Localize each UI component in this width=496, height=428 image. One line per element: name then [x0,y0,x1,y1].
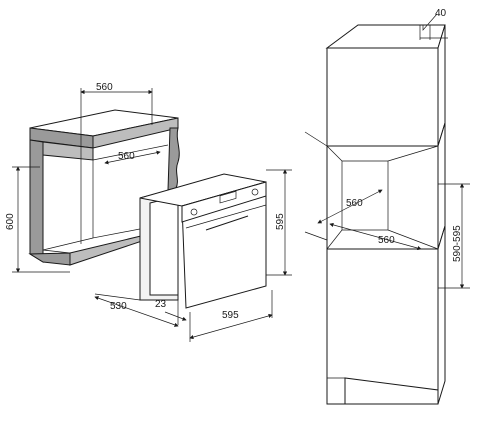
oven-front-dimension: 23 [155,299,187,325]
built-in-cabinet [28,109,180,266]
niche-width-label: 560 [378,235,395,246]
door-handle-icon [205,215,249,231]
top-gap-dimension: 40 [419,8,448,40]
niche-width-dimension: 560 [304,222,422,251]
oven-unit [139,173,267,309]
cabinet-depth-dimension: 560 [104,150,161,165]
niche-depth-dimension: 560 [304,131,383,224]
cabinet-height-dimension: 600 [5,166,70,273]
oven-height-label: 595 [275,213,286,230]
knob-left-icon [190,208,198,216]
cabinet-height-label: 600 [5,213,16,230]
oven-depth-dimension: 530 [94,293,179,327]
tall-column-cabinet [325,24,446,405]
niche-height-dimension: 590-595 [438,183,470,289]
oven-height-dimension: 595 [266,169,292,276]
top-gap-label: 40 [435,8,447,19]
oven-front-label: 23 [155,299,167,310]
cabinet-width-dimension: 560 [80,82,153,244]
niche-height-label: 590-595 [452,225,463,262]
oven-width-label: 595 [222,310,239,321]
oven-depth-label: 530 [110,301,127,312]
cabinet-depth-label: 560 [118,151,135,162]
knob-right-icon [251,188,259,196]
oven-width-dimension: 595 [189,290,273,342]
cabinet-width-label: 560 [96,82,113,93]
display-icon [219,190,237,204]
niche-depth-label: 560 [346,198,363,209]
